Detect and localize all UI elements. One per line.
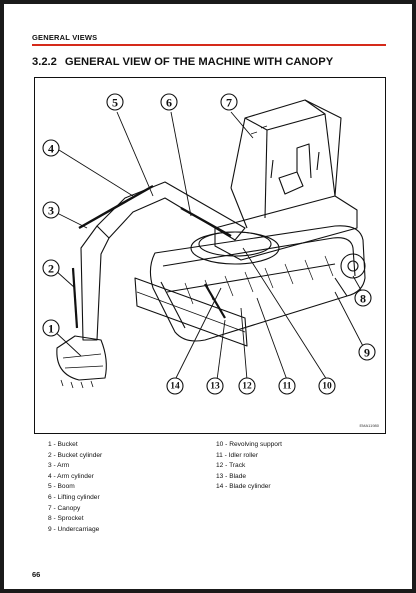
legend-item: 1 - Bucket xyxy=(48,441,78,448)
svg-text:2: 2 xyxy=(48,262,54,276)
legend-item: 10 - Revolving support xyxy=(216,441,282,448)
svg-text:3: 3 xyxy=(48,204,54,218)
legend-right: 10 - Revolving support 11 - Idler roller… xyxy=(216,440,282,493)
legend-item: 7 - Canopy xyxy=(48,504,81,512)
svg-text:14: 14 xyxy=(170,382,180,392)
legend-item: 14 - Blade cylinder xyxy=(216,483,271,491)
svg-text:7: 7 xyxy=(226,96,232,110)
machine-illustration: 1 2 3 4 5 6 7 8 9 14 13 12 11 10 EMA1198… xyxy=(34,77,386,434)
page-number: 66 xyxy=(32,570,41,579)
callout-7: 7 xyxy=(220,93,238,111)
section-number: 3.2.2 xyxy=(32,56,57,68)
header-rule xyxy=(32,44,386,46)
legend-item: 13 - Blade xyxy=(216,472,247,480)
legend-item: 3 - Arm xyxy=(48,462,70,470)
legend-item: 11 - Idler roller xyxy=(216,451,259,459)
section-title-text: GENERAL VIEW OF THE MACHINE WITH CANOPY xyxy=(64,56,334,68)
callout-10: 10 xyxy=(318,377,336,395)
callout-4: 4 xyxy=(42,139,60,157)
figure-code: EMA11980 xyxy=(359,423,380,428)
callout-3: 3 xyxy=(42,201,60,219)
callout-14: 14 xyxy=(166,377,184,395)
manual-page: GENERAL VIEWS 3.2.2 GENERAL VIEW OF THE M… xyxy=(4,4,412,589)
callout-12: 12 xyxy=(238,377,256,395)
svg-text:13: 13 xyxy=(210,382,220,392)
section-title: 3.2.2 GENERAL VIEW OF THE MACHINE WITH CA… xyxy=(32,56,333,68)
legend-item: 9 - Undercarriage xyxy=(48,525,100,533)
callout-2: 2 xyxy=(42,259,60,277)
legend-item: 12 - Track xyxy=(216,462,246,470)
svg-text:4: 4 xyxy=(48,142,54,156)
callout-11: 11 xyxy=(278,377,296,395)
svg-text:8: 8 xyxy=(360,292,366,306)
callout-9: 9 xyxy=(358,343,376,361)
svg-text:1: 1 xyxy=(48,322,54,336)
svg-text:12: 12 xyxy=(242,382,252,392)
svg-text:9: 9 xyxy=(364,346,370,360)
callout-1: 1 xyxy=(42,319,60,337)
svg-text:10: 10 xyxy=(322,382,332,392)
callout-6: 6 xyxy=(160,93,178,111)
callout-13: 13 xyxy=(206,377,224,395)
legend-item: 8 - Sprocket xyxy=(48,515,84,523)
excavator-drawing: 1 2 3 4 5 6 7 8 9 14 13 12 11 10 xyxy=(42,93,376,395)
callout-5: 5 xyxy=(106,93,124,111)
legend-item: 6 - Lifting cylinder xyxy=(48,493,100,501)
legend-item: 4 - Arm cylinder xyxy=(48,472,94,480)
callout-8: 8 xyxy=(354,289,372,307)
legend-item: 5 - Boom xyxy=(48,483,75,491)
legend-item: 2 - Bucket cylinder xyxy=(48,451,103,459)
svg-text:6: 6 xyxy=(166,96,172,110)
legend-left: 1 - Bucket 2 - Bucket cylinder 3 - Arm 4… xyxy=(48,440,102,535)
running-header: GENERAL VIEWS xyxy=(32,33,98,42)
svg-text:5: 5 xyxy=(112,96,118,110)
svg-text:11: 11 xyxy=(283,382,292,392)
